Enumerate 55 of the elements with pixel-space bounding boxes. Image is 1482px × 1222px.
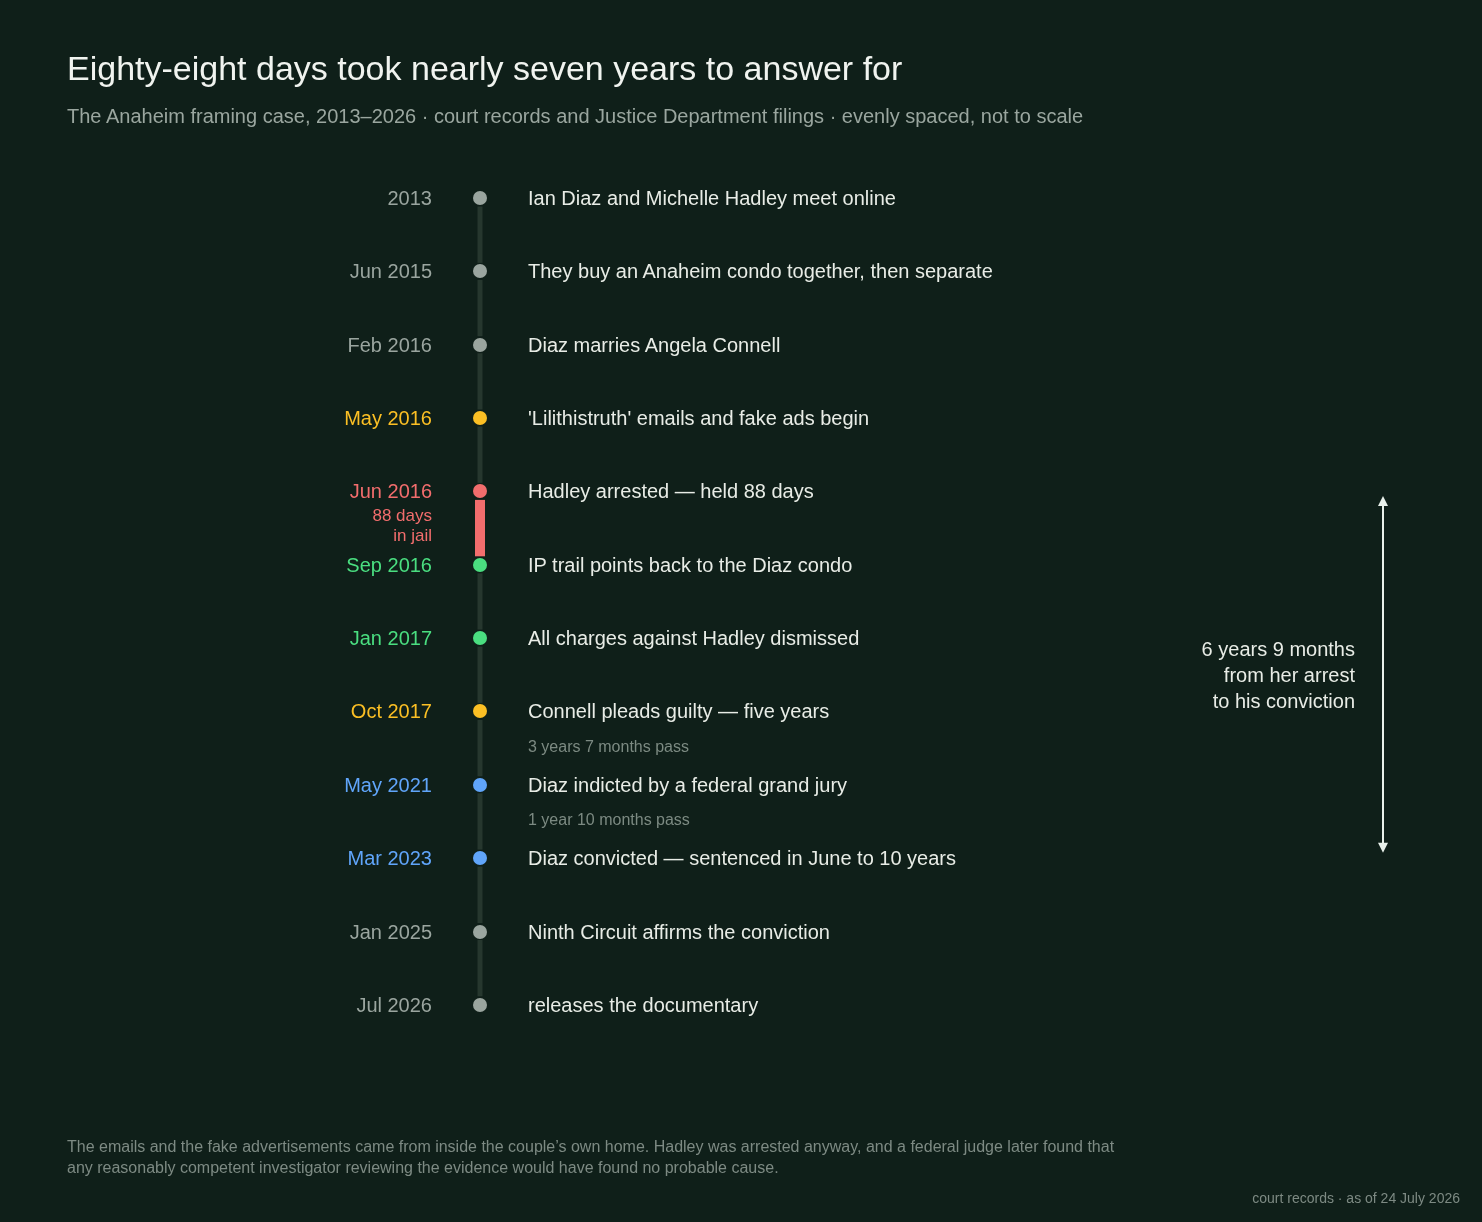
edge-label: 1 year 10 months pass	[528, 810, 690, 830]
event-date: Jan 2025	[349, 919, 432, 944]
event-date: Jun 2015	[349, 259, 432, 284]
timeline-dot-icon	[473, 484, 487, 499]
timeline-dot-icon	[473, 557, 487, 572]
event-date: Sep 2016	[346, 552, 432, 577]
event-description: IP trail points back to the Diaz condo	[528, 552, 853, 577]
edge-label: 3 years 7 months pass	[528, 737, 689, 757]
event-description: All charges against Hadley dismissed	[528, 626, 860, 651]
dimension-label: 6 years 9 months from her arrest to his conviction	[1200, 636, 1355, 714]
edge-label: 88 days in jail	[371, 505, 432, 547]
event-date: Mar 2023	[347, 846, 432, 871]
event-description: Diaz marries Angela Connell	[528, 332, 781, 357]
chart-title: Eighty-eight days took nearly seven years to answer for	[67, 48, 903, 89]
timeline-segment	[477, 279, 483, 337]
event-date: Jul 2026	[356, 992, 432, 1017]
timeline-dot-icon	[473, 851, 487, 866]
timeline-segment	[477, 353, 483, 410]
source-note: court records · as of 24 July 2026	[1252, 1190, 1460, 1207]
timeline-dot-icon	[473, 337, 487, 352]
footnote: The emails and the fake advertisements came from inside the couple’s own home. Hadley was arrested anyway, and a federal judge later found that any reasonably competent investigator reviewing the evidence would have found no probable cause.	[67, 1137, 1116, 1178]
event-description: Connell pleads guilty — five years	[528, 699, 830, 724]
timeline-segment	[477, 573, 483, 630]
event-description: Diaz convicted — sentenced in June to 10 years	[528, 846, 957, 871]
timeline-segment	[477, 793, 483, 850]
timeline-segment	[477, 426, 483, 483]
event-description: Diaz indicted by a federal grand jury	[528, 772, 848, 797]
timeline-segment	[477, 206, 483, 263]
event-description: 'Lilithistruth' emails and fake ads begin	[528, 406, 870, 431]
event-description: Hadley arrested — held 88 days	[528, 479, 814, 504]
timeline-segment	[477, 866, 483, 923]
event-description: Ninth Circuit affirms the conviction	[528, 919, 830, 944]
event-description: releases the documentary	[528, 992, 759, 1017]
timeline-segment	[477, 719, 483, 777]
timeline-segment	[477, 940, 483, 997]
event-date: Jan 2017	[349, 626, 432, 651]
event-description: They buy an Anaheim condo together, then separate	[528, 259, 993, 284]
event-description: Ian Diaz and Michelle Hadley meet online	[528, 186, 896, 210]
timeline-dot-icon	[473, 997, 487, 1012]
event-date: May 2021	[344, 772, 432, 797]
event-date: Jun 2016	[349, 479, 432, 504]
event-date: Feb 2016	[347, 332, 432, 357]
timeline-segment	[477, 646, 483, 703]
timeline-dot-icon	[473, 264, 487, 279]
timeline-dot-icon	[473, 704, 487, 719]
timeline-dot-icon	[473, 191, 487, 205]
timeline-dot-icon	[473, 411, 487, 426]
subtitle: The Anaheim framing case, 2013–2026 · court records and Justice Department filings · evenly spaced, not to scale	[67, 104, 1084, 128]
timeline-dot-icon	[473, 777, 487, 792]
event-date: 2013	[387, 186, 432, 210]
event-date: Oct 2017	[350, 699, 432, 724]
event-date: May 2016	[344, 406, 432, 431]
timeline-dot-icon	[473, 924, 487, 939]
timeline-dot-icon	[473, 631, 487, 646]
highlight-bar	[475, 499, 485, 557]
